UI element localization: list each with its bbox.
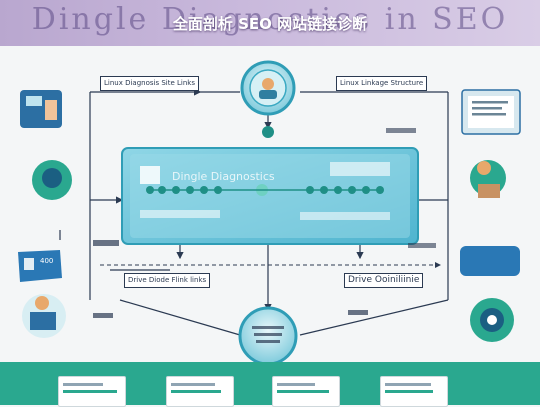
small-card-value: 400: [40, 257, 54, 265]
page-title: 全面剖析 SEO 网站链接诊断: [172, 15, 368, 33]
mini-screenshot: [166, 376, 234, 407]
connector-lines: [59, 88, 449, 336]
mini-screenshot: [272, 376, 340, 407]
left-icon-group: [18, 90, 72, 338]
label-mid-left: Drive Diode Flink links: [124, 273, 211, 288]
label-top-left: Linux Diagnosis Site Links: [100, 76, 199, 91]
mini-screenshot: [58, 376, 126, 407]
header-banner: Dingle Diagnostics in SEO 全面剖析 SEO 网站链接诊…: [0, 0, 540, 46]
label-mid-right: Drive Ooiniliinie: [344, 273, 424, 288]
svg-text:Dingle Diagnostics: Dingle Diagnostics: [172, 170, 275, 183]
header-background-lettering: Dingle Diagnostics in SEO: [31, 2, 509, 37]
right-icon-group: [460, 89, 521, 342]
mini-screenshot: [380, 376, 448, 407]
label-top-right: Linux Linkage Structure: [336, 76, 428, 91]
seo-link-diagram: Dingle Diagnostics: [18, 60, 521, 362]
